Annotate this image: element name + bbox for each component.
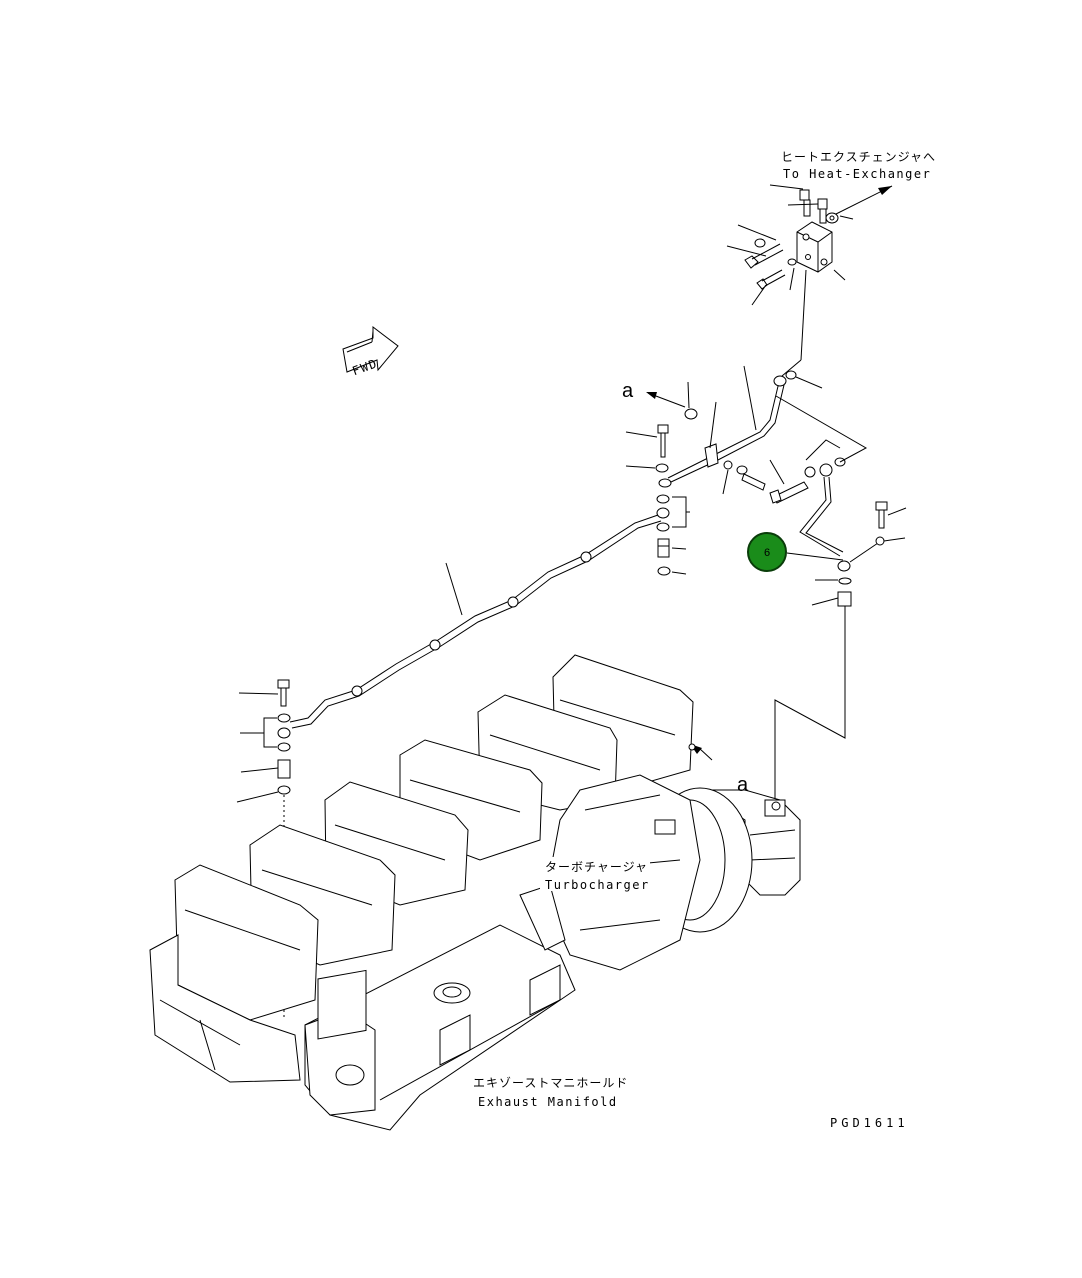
connector-block	[796, 221, 833, 273]
plug	[799, 189, 810, 201]
exhaust-manifold-label-en: Exhaust Manifold	[478, 1095, 618, 1109]
bolt	[741, 473, 766, 491]
washer	[838, 577, 852, 585]
connector	[657, 538, 670, 558]
washer	[277, 785, 291, 795]
engine-block	[149, 654, 694, 1083]
turbocharger-label-en: Turbocharger	[545, 878, 650, 892]
bolt-head	[277, 679, 290, 689]
tube-nut	[773, 375, 787, 387]
washer	[656, 522, 670, 532]
bolt	[744, 255, 759, 269]
washer	[754, 238, 766, 248]
upper-pipe-assembly: a	[622, 365, 907, 800]
connector	[277, 759, 291, 779]
tube-nut	[656, 507, 670, 519]
heat-exchanger-label-en: To Heat-Exchanger	[783, 167, 931, 181]
long-oil-pipe	[236, 514, 662, 1020]
callout-number-6: 6	[764, 547, 770, 559]
heat-exchanger-fitting-group: ヒートエクスチェンジャへ To Heat-Exchanger	[726, 150, 936, 377]
callout-6[interactable]: 6	[747, 532, 844, 572]
fwd-direction-arrow: FWD	[342, 325, 399, 378]
turbocharger: a ターボチャージャ Turbocharger	[519, 743, 801, 971]
drawing-code: PGD1611	[830, 1116, 909, 1130]
bolt-head	[875, 501, 888, 511]
clamp	[704, 443, 719, 468]
exhaust-manifold-label-jp: エキゾーストマニホールド	[473, 1076, 628, 1090]
washer	[684, 408, 698, 420]
tube-nut	[837, 560, 851, 572]
plug	[817, 198, 828, 210]
tube-nut	[277, 727, 291, 739]
exhaust-manifold: エキゾーストマニホールド Exhaust Manifold	[304, 924, 628, 1131]
washer	[657, 566, 671, 576]
heat-exchanger-label-jp: ヒートエクスチェンジャへ	[781, 150, 936, 164]
reference-a-bottom: a	[737, 774, 749, 796]
callout-marker-6[interactable]	[747, 532, 787, 572]
washer	[277, 742, 291, 752]
turbocharger-label-jp: ターボチャージャ	[545, 860, 648, 874]
washer	[277, 713, 291, 723]
tube-nut	[658, 478, 672, 488]
connector	[837, 591, 852, 607]
washer	[656, 494, 670, 504]
washer	[736, 465, 748, 475]
washer	[785, 370, 797, 380]
bolt-head	[657, 424, 669, 434]
washer	[655, 463, 669, 473]
reference-a-top: a	[622, 380, 634, 402]
banjo-fitting	[819, 463, 833, 477]
